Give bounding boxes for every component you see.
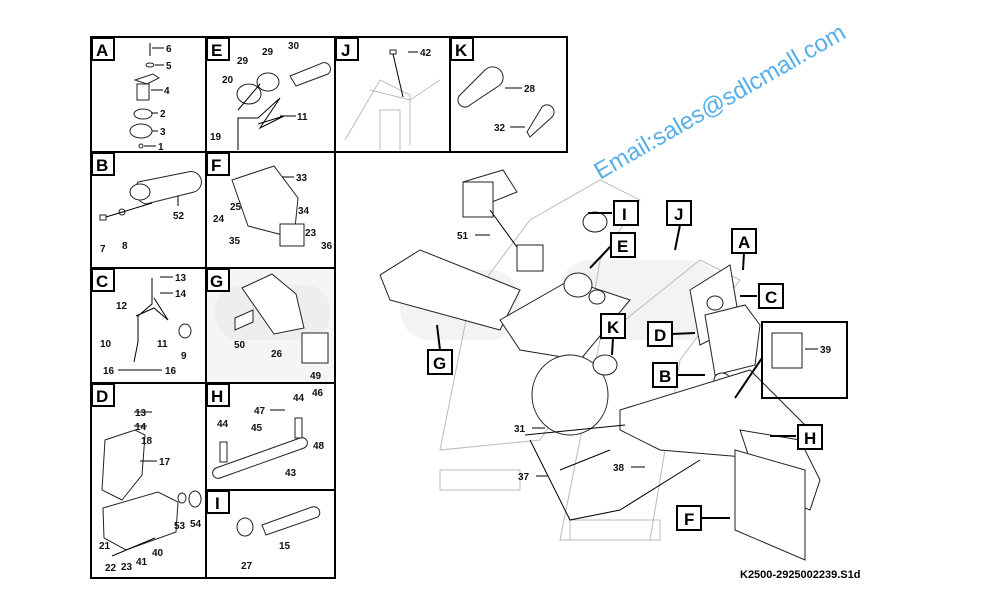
part-number: 5 bbox=[166, 61, 172, 72]
part-number: 32 bbox=[494, 123, 506, 134]
panel-c-label: C bbox=[96, 272, 108, 291]
panel-d-label: D bbox=[96, 387, 108, 406]
part-number-39: 39 bbox=[820, 345, 832, 356]
part-number: 3 bbox=[160, 127, 166, 138]
callout-j: J bbox=[674, 205, 683, 224]
part-number: 48 bbox=[313, 441, 325, 452]
part-number: 40 bbox=[152, 548, 164, 559]
part-drawings bbox=[99, 43, 555, 557]
part-number: 35 bbox=[229, 236, 241, 247]
part-number: 17 bbox=[159, 457, 171, 468]
callout-h: H bbox=[804, 429, 816, 448]
callout-i: I bbox=[622, 205, 627, 224]
part-number: 19 bbox=[210, 132, 222, 143]
part-number: 6 bbox=[166, 44, 172, 55]
panel-f-label: F bbox=[211, 156, 221, 175]
part-number: 53 bbox=[174, 521, 186, 532]
panel-part-numbers: 6 5 4 2 3 1 52 7 8 13 14 12 10 11 9 16 1… bbox=[99, 41, 536, 574]
part-number: 7 bbox=[100, 244, 106, 255]
part-number: 28 bbox=[524, 84, 536, 95]
part-number: 18 bbox=[141, 436, 153, 447]
part-number: 54 bbox=[190, 519, 202, 530]
part-number: 49 bbox=[310, 371, 322, 382]
callout-b: B bbox=[659, 367, 671, 386]
part-number: 10 bbox=[100, 339, 112, 350]
callout-f: F bbox=[684, 510, 694, 529]
part-number: 22 bbox=[105, 563, 117, 574]
part-number: 44 bbox=[217, 419, 229, 430]
part-number: 15 bbox=[279, 541, 291, 552]
part-number: 41 bbox=[136, 557, 148, 568]
part-number: 1 bbox=[158, 142, 164, 153]
panel-letters: A B C D E F G H I J K bbox=[91, 37, 474, 514]
part-number: 2 bbox=[160, 109, 166, 120]
part-number: 11 bbox=[297, 112, 308, 123]
panel-k-label: K bbox=[455, 41, 468, 60]
panel-g-label: G bbox=[210, 272, 223, 291]
part-number-51: 51 bbox=[457, 231, 469, 242]
part-number: 27 bbox=[241, 561, 253, 572]
callout-k: K bbox=[607, 318, 620, 337]
part-number: 46 bbox=[312, 388, 324, 399]
part-number: 16 bbox=[103, 366, 115, 377]
part-number: 8 bbox=[122, 241, 128, 252]
main-callouts: 39 I J E A C K D B G H F 51 31 37 38 bbox=[427, 200, 848, 531]
panel-h-label: H bbox=[211, 387, 223, 406]
part-number: 14 bbox=[135, 422, 147, 433]
part-number: 16 bbox=[165, 366, 177, 377]
part-number: 47 bbox=[254, 406, 266, 417]
part-number-37: 37 bbox=[518, 472, 530, 483]
panel-b-label: B bbox=[96, 156, 108, 175]
part-number: 29 bbox=[237, 56, 249, 67]
leader-lines bbox=[118, 47, 525, 462]
callout-g: G bbox=[433, 354, 446, 373]
part-number: 9 bbox=[181, 351, 187, 362]
panel-a-label: A bbox=[96, 41, 108, 60]
panel-e-label: E bbox=[211, 41, 222, 60]
panel-i-label: I bbox=[215, 494, 220, 513]
part-number: 36 bbox=[321, 241, 333, 252]
part-number: 34 bbox=[298, 206, 310, 217]
part-number: 13 bbox=[175, 273, 187, 284]
callout-c: C bbox=[765, 288, 777, 307]
part-number: 12 bbox=[116, 301, 128, 312]
part-number-31: 31 bbox=[514, 424, 526, 435]
part-number-38: 38 bbox=[613, 463, 625, 474]
part-number: 44 bbox=[293, 393, 305, 404]
part-number: 52 bbox=[173, 211, 185, 222]
part-number: 14 bbox=[175, 289, 187, 300]
part-number: 20 bbox=[222, 75, 234, 86]
callout-a: A bbox=[738, 233, 750, 252]
part-number: 21 bbox=[99, 541, 111, 552]
part-number: 33 bbox=[296, 173, 308, 184]
drawing-caption: K2500-2925002239.S1d bbox=[740, 569, 860, 581]
part-number: 29 bbox=[262, 47, 274, 58]
part-number: 30 bbox=[288, 41, 300, 52]
part-number: 26 bbox=[271, 349, 283, 360]
part-number: 4 bbox=[164, 86, 170, 97]
part-number: 50 bbox=[234, 340, 246, 351]
part-number: 24 bbox=[213, 214, 225, 225]
callout-d: D bbox=[654, 326, 666, 345]
watermark: Email:sales@sdlcmall.com bbox=[590, 19, 851, 185]
part-number: 42 bbox=[420, 48, 432, 59]
part-number: 25 bbox=[230, 202, 242, 213]
part-number: 23 bbox=[121, 562, 133, 573]
part-number: 23 bbox=[305, 228, 317, 239]
part-number: 13 bbox=[135, 408, 147, 419]
part-number: 45 bbox=[251, 423, 263, 434]
panel-j-label: J bbox=[341, 41, 350, 60]
callout-e: E bbox=[617, 237, 628, 256]
part-number: 43 bbox=[285, 468, 297, 479]
part-number: 11 bbox=[157, 339, 168, 350]
